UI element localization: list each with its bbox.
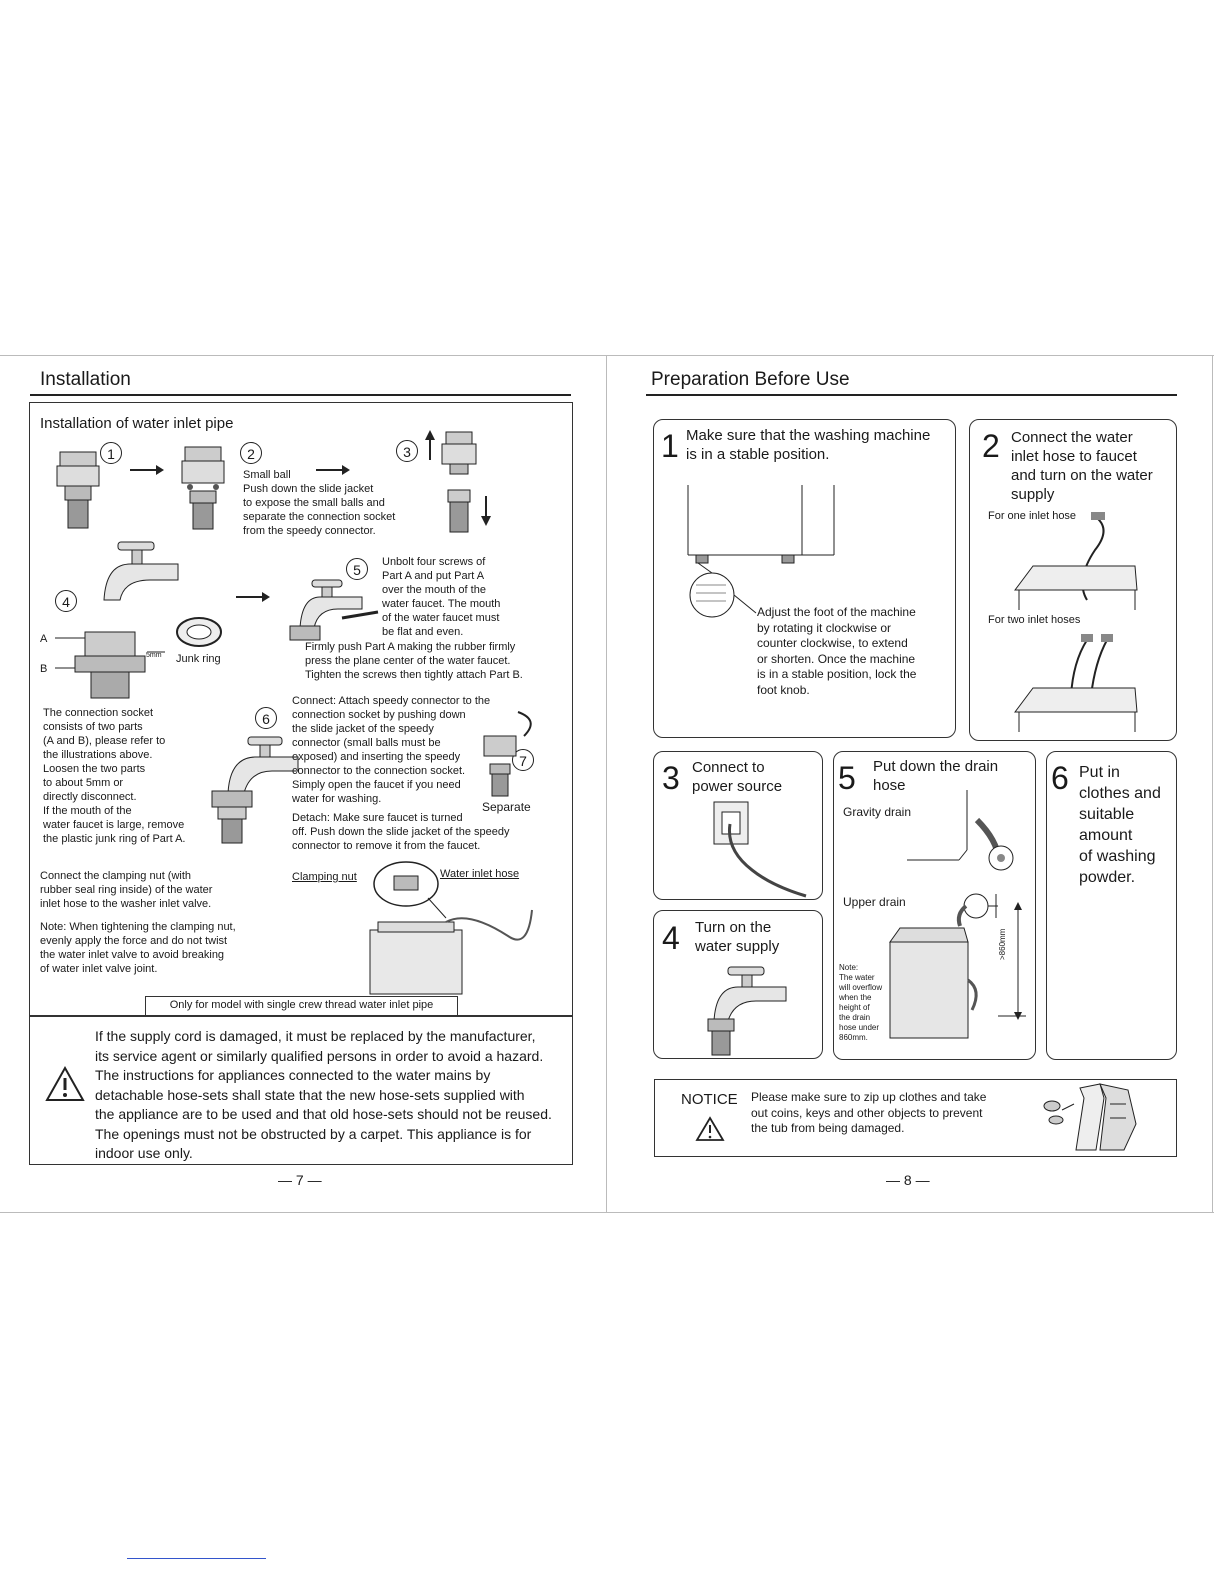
notice-text: Please make sure to zip up clothes and t… [751, 1090, 987, 1135]
step-circle-5: 5 [346, 558, 368, 580]
step5-text: Unbolt four screws of Part A and put Par… [382, 556, 501, 638]
step4-title: Turn on the water supply [695, 919, 780, 955]
left-title-rule [30, 394, 571, 396]
step2-two-hoses-label: For two inlet hoses [988, 614, 1081, 626]
faucet-with-connector-illustration [211, 736, 299, 844]
step1-number: 1 [661, 428, 679, 464]
step4-box [653, 910, 823, 1059]
step6-number: 6 [1051, 760, 1069, 796]
installation-box [29, 402, 573, 1165]
separate-label: Separate [482, 800, 531, 814]
step-circle-3: 3 [396, 440, 418, 462]
step-circle-7: 7 [512, 749, 534, 771]
bottom-edge [0, 1212, 1214, 1213]
step6-title: Put in clothes and suitable amount of wa… [1079, 764, 1161, 886]
drain-height-dimension: >860mm [998, 928, 1007, 960]
top-edge [0, 355, 1214, 356]
step2-title: Connect the water inlet hose to faucet a… [1011, 429, 1153, 503]
warning-icon [695, 1116, 725, 1141]
separated-connector-illustration [425, 430, 491, 533]
step2-number: 2 [982, 428, 1000, 464]
separated-hose-illustration [483, 711, 532, 797]
label-a: A [40, 633, 48, 645]
model-note: Only for model with single crew thread w… [169, 999, 434, 1011]
one-hose-illustration [1014, 512, 1138, 610]
step1-title: Make sure that the washing machine is in… [686, 427, 931, 463]
clamping-nut-label: Clamping nut [292, 871, 357, 883]
step2-one-hose-label: For one inlet hose [988, 510, 1077, 522]
bottom-underline [127, 1558, 266, 1559]
note-text: Note: When tightening the clamping nut, … [40, 921, 236, 975]
step3-number: 3 [662, 760, 680, 796]
faucet-icon [707, 966, 787, 1056]
warning-icon [45, 1065, 85, 1101]
connector-illustration-2 [181, 446, 225, 530]
step-circle-4: 4 [55, 590, 77, 612]
connect-text: Connect: Attach speedy connector to the … [292, 695, 491, 805]
junk-ring-illustration [176, 617, 222, 647]
step3-title: Connect to power source [692, 759, 783, 795]
step4-number: 4 [662, 920, 680, 956]
step5-text2: Firmly push Part A making the rubber fir… [305, 641, 523, 681]
page-number-8: — 8 — [886, 1172, 930, 1188]
upper-drain-illustration [889, 893, 1026, 1039]
step5-title: Put down the drain hose [873, 758, 999, 794]
washer-hose-illustration [369, 861, 533, 995]
arrow-icon [130, 465, 164, 475]
arrow-icon [316, 465, 350, 475]
step6-box [1046, 751, 1177, 1060]
step1-text: Adjust the foot of the machine by rotati… [757, 605, 917, 697]
clothes-and-keys-icon [1043, 1083, 1137, 1151]
upper-drain-label: Upper drain [843, 895, 906, 909]
water-inlet-hose-label: Water inlet hose [440, 868, 520, 880]
faucet-illustration-4 [103, 541, 179, 601]
socket-text: The connection socket consists of two pa… [43, 707, 186, 845]
machine-foot-illustration [687, 485, 835, 618]
notice-label: NOTICE [681, 1091, 738, 1108]
step5-number: 5 [838, 760, 856, 796]
label-5mm: 5mm [146, 652, 162, 659]
faucet-with-socket-illustration [289, 579, 379, 641]
step5-note: Note: The water will overflow when the h… [839, 963, 883, 1042]
right-page-title: Preparation Before Use [651, 369, 850, 390]
step2-text: Small ball Push down the slide jacket to… [243, 469, 396, 537]
warning-divider [29, 1015, 573, 1017]
right-edge [1212, 355, 1213, 1212]
junk-ring-label: Junk ring [176, 653, 221, 665]
step-circle-2: 2 [240, 442, 262, 464]
clamp-text: Connect the clamping nut (with rubber se… [40, 870, 213, 910]
section-title: Installation of water inlet pipe [40, 415, 234, 432]
step-circle-1: 1 [100, 442, 122, 464]
warning-text: If the supply cord is damaged, it must b… [95, 1028, 552, 1161]
detach-text: Detach: Make sure faucet is turned off. … [292, 812, 510, 852]
two-hoses-illustration [1014, 634, 1138, 732]
connector-illustration-1 [56, 451, 100, 529]
step-circle-6: 6 [255, 707, 277, 729]
arrow-icon [236, 592, 270, 602]
page-number-7: — 7 — [278, 1172, 322, 1188]
socket-parts-illustration [55, 631, 165, 699]
page-divider [606, 355, 607, 1212]
left-page-title: Installation [40, 369, 131, 390]
label-b: B [40, 663, 48, 675]
gravity-drain-illustration [907, 790, 1014, 871]
right-title-rule [646, 394, 1177, 396]
power-socket-illustration [713, 801, 807, 898]
notice-box [654, 1079, 1177, 1157]
gravity-drain-label: Gravity drain [843, 805, 912, 819]
